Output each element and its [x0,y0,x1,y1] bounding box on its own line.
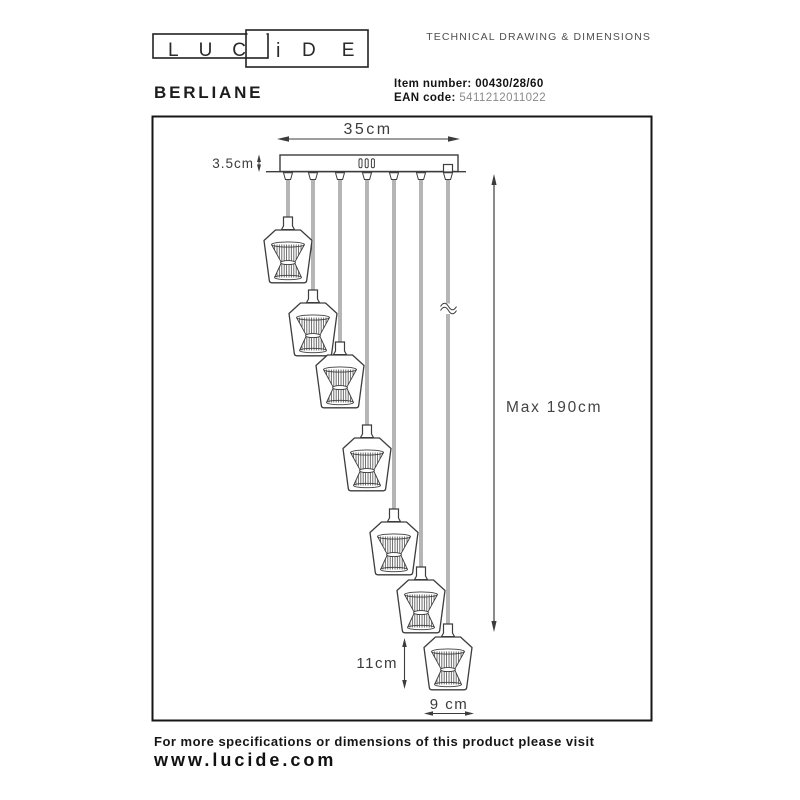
cords [286,180,450,625]
cord-break-symbol [440,302,457,315]
logo-box-right [245,29,369,68]
pendant-1 [263,216,313,284]
pendant-4 [342,424,392,492]
cord-5 [392,180,396,510]
cord-4 [365,180,369,426]
dim-shade-width: 9 cm [424,696,474,716]
item-number-row: Item number: 00430/28/60 [394,78,544,90]
item-number-label: Item number: [394,78,472,90]
dim-canopy-height: 3.5cm [212,154,261,172]
cord-3 [338,180,342,343]
dim-canopy-width: 35cm [277,121,460,142]
pendant-7 [423,623,473,691]
item-number-value: 00430/28/60 [475,78,544,90]
pendant-5 [369,508,419,576]
dim-canopy-height-label: 3.5cm [212,156,254,171]
canopy [279,154,459,173]
cord-6 [419,180,423,568]
pendant-6 [396,566,446,634]
dim-max-drop: Max 190cm [491,174,602,632]
footer-note: For more specifications or dimensions of… [154,734,595,749]
logo-text-luc: LUC [168,40,266,61]
dim-canopy-width-label: 35cm [343,121,392,138]
logo-box-left [152,33,269,59]
product-name: BERLIANE [154,83,264,102]
canopy-slots [358,158,375,169]
cord-7 [446,180,450,625]
dim-shade-height-label: 11cm [356,655,398,672]
canopy-cable-box [442,163,454,173]
cord-connectors [282,172,454,180]
footer-website: www.lucide.com [154,750,337,770]
lucide-logo: LUC i DE [152,29,374,68]
ean-value: 5411212011022 [459,92,546,104]
ean-row: EAN code: 5411212011022 [394,92,546,104]
dim-shade-height: 11cm [356,638,407,689]
logo-letter-i: i [276,40,280,62]
drawing-frame [151,115,653,722]
logo-text-de: DE [302,40,374,61]
dim-max-drop-label: Max 190cm [506,399,602,416]
dim-shade-width-label: 9 cm [430,696,469,713]
ean-label: EAN code: [394,92,456,104]
logo-box-overlap [247,31,267,53]
pendant-2 [288,289,338,357]
cord-2 [311,180,315,291]
doc-type-title: TECHNICAL DRAWING & DIMENSIONS [426,31,651,43]
cord-1 [286,180,290,218]
